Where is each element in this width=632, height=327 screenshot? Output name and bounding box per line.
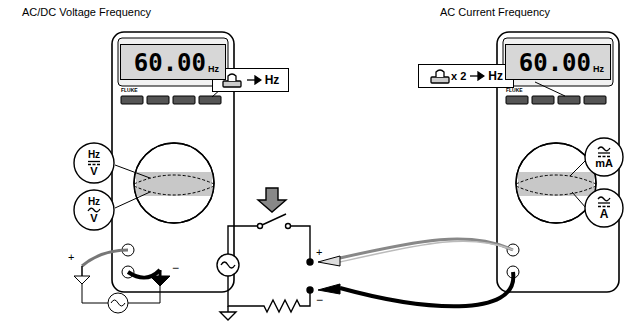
arrow-symbol: [469, 71, 485, 81]
function-label: Hz: [88, 197, 100, 207]
callout-circle: [73, 142, 115, 184]
polarity-sign: +: [68, 252, 74, 263]
function-label: V: [90, 213, 97, 224]
multimeter-right: [318, 32, 619, 306]
arrow-symbol: [246, 75, 262, 85]
section-title: AC/DC Voltage Frequency: [22, 7, 151, 18]
polarity-sign: +: [316, 247, 322, 258]
brand-logo: FLUKE: [121, 88, 138, 93]
lcd-display: 60.00Hz: [120, 44, 226, 80]
display-reading: 60.00: [519, 51, 591, 75]
function-label: Hz: [88, 150, 100, 160]
brand-logo: FLUKE: [506, 88, 523, 93]
display-unit: Hz: [208, 65, 219, 74]
function-label: V: [90, 166, 97, 177]
display-reading: 60.00: [134, 51, 206, 75]
section-title: AC Current Frequency: [440, 7, 550, 18]
current-symbol: [596, 146, 612, 158]
hz-label: Hz: [265, 74, 280, 86]
multimeter-left: [74, 32, 234, 313]
dial-callout: mA: [584, 137, 624, 177]
dial-callout: A: [584, 188, 624, 228]
polarity-sign: −: [316, 294, 323, 306]
dial-callout: HzV: [73, 189, 115, 231]
function-label: A: [600, 208, 609, 220]
button-icon: [430, 68, 450, 84]
hz-label: Hz: [488, 70, 503, 82]
current-symbol: [596, 196, 612, 208]
test-circuit: [217, 188, 313, 320]
dial-callout: HzV: [73, 142, 115, 184]
press-count: x 2: [451, 71, 466, 82]
lcd-display: 60.00Hz: [505, 44, 611, 80]
button-callout: x 2 Hz: [418, 64, 514, 88]
polarity-sign: −: [172, 262, 179, 274]
function-label: mA: [595, 158, 613, 169]
display-unit: Hz: [593, 65, 604, 74]
